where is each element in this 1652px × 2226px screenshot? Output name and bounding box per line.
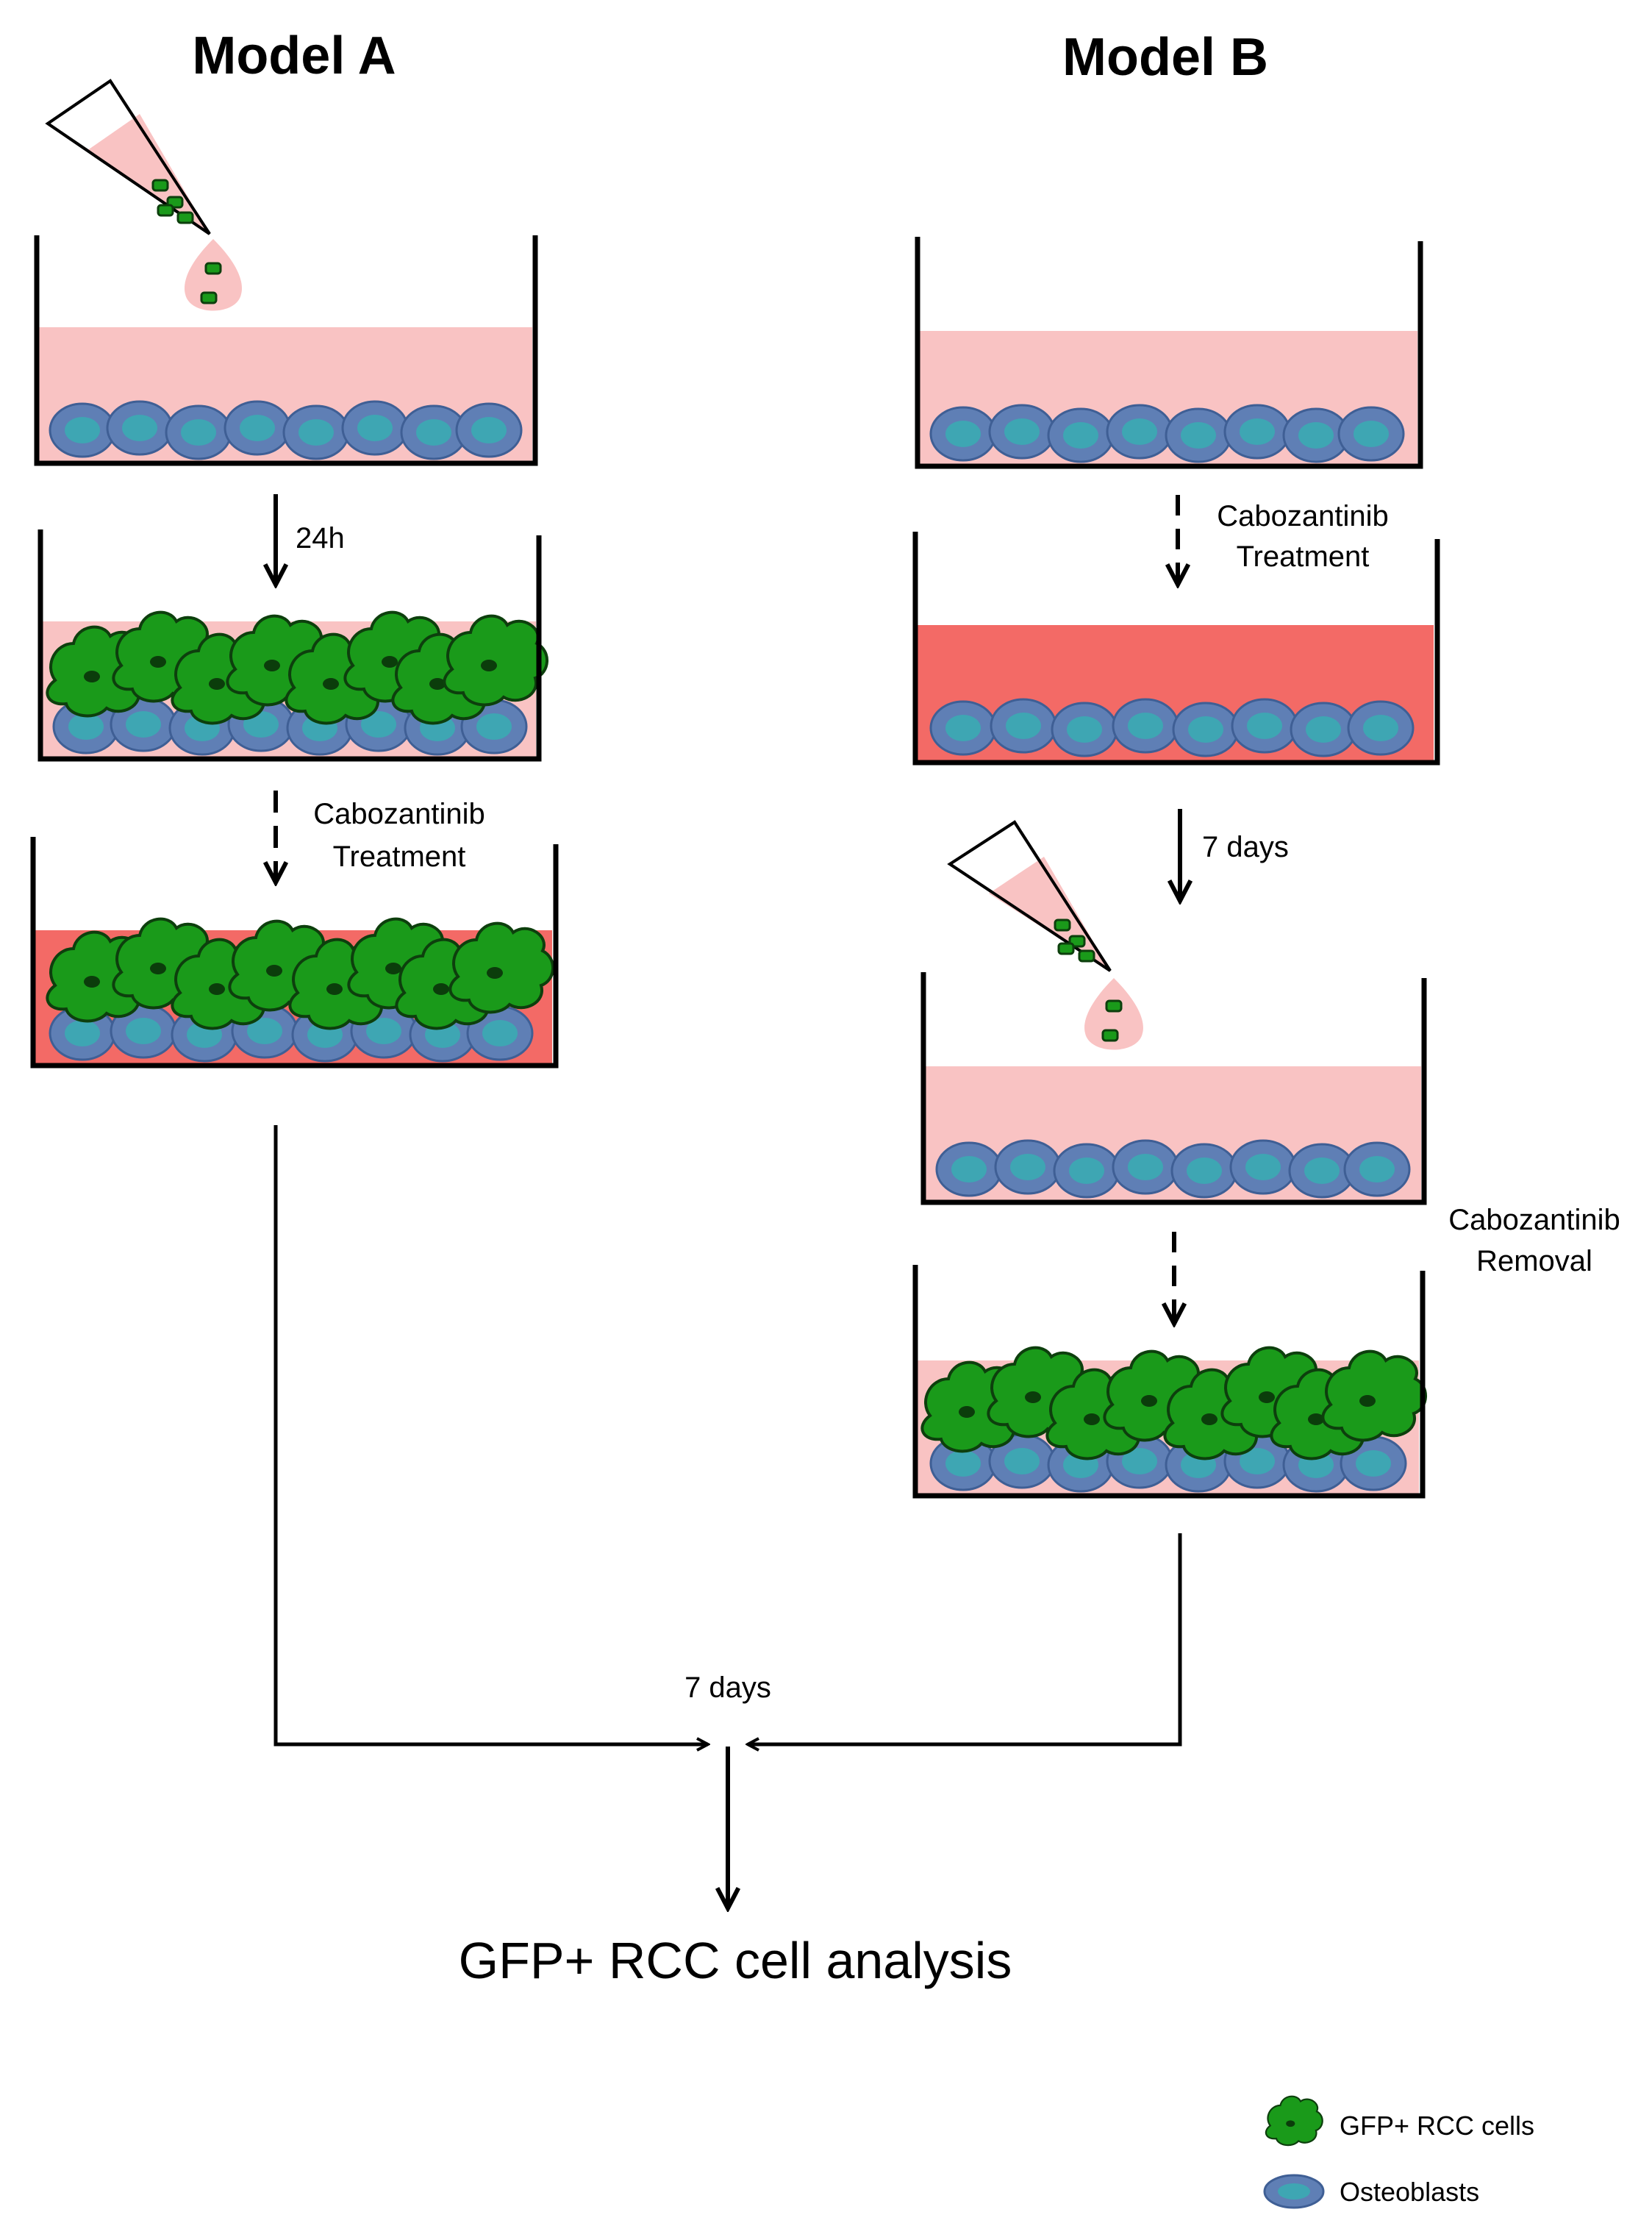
label-cabo-treatment-b-1: Cabozantinib xyxy=(1217,500,1389,532)
droplet-a xyxy=(184,239,243,311)
well-a1 xyxy=(34,235,538,466)
label-cabo-treatment-a-1: Cabozantinib xyxy=(313,798,485,830)
legend-rcc-label: GFP+ RCC cells xyxy=(1340,2111,1534,2141)
result-label: GFP+ RCC cell analysis xyxy=(459,1932,1012,1989)
model-a-title: Model A xyxy=(192,26,396,85)
label-7days-b: 7 days xyxy=(1202,831,1289,863)
pipette-b xyxy=(947,820,1112,972)
connector-model-b xyxy=(748,1533,1182,1744)
droplet-b xyxy=(1084,978,1143,1050)
well-b2 xyxy=(912,532,1440,766)
connector-model-a xyxy=(273,1125,708,1744)
well-a3 xyxy=(30,837,559,1069)
label-cabo-removal-1: Cabozantinib xyxy=(1448,1204,1620,1236)
well-a2 xyxy=(37,529,549,762)
legend-osteoblast-label: Osteoblasts xyxy=(1340,2177,1479,2207)
legend-osteoblast-swatch-icon xyxy=(1263,2174,1325,2209)
well-b1 xyxy=(915,237,1423,469)
well-b4 xyxy=(912,1265,1428,1499)
label-cabo-treatment-a-2: Treatment xyxy=(333,841,466,873)
label-cabo-treatment-b-2: Treatment xyxy=(1237,541,1370,573)
pipette-a xyxy=(45,79,211,235)
legend-rcc-swatch-icon xyxy=(1265,2095,1323,2147)
label-24h: 24h xyxy=(296,522,345,554)
well-b3 xyxy=(920,972,1427,1205)
legend: GFP+ RCC cells Osteoblasts xyxy=(1263,2095,1534,2209)
label-cabo-removal-2: Removal xyxy=(1476,1245,1592,1277)
label-7days-merge: 7 days xyxy=(684,1672,771,1704)
model-b-title: Model B xyxy=(1062,28,1268,87)
